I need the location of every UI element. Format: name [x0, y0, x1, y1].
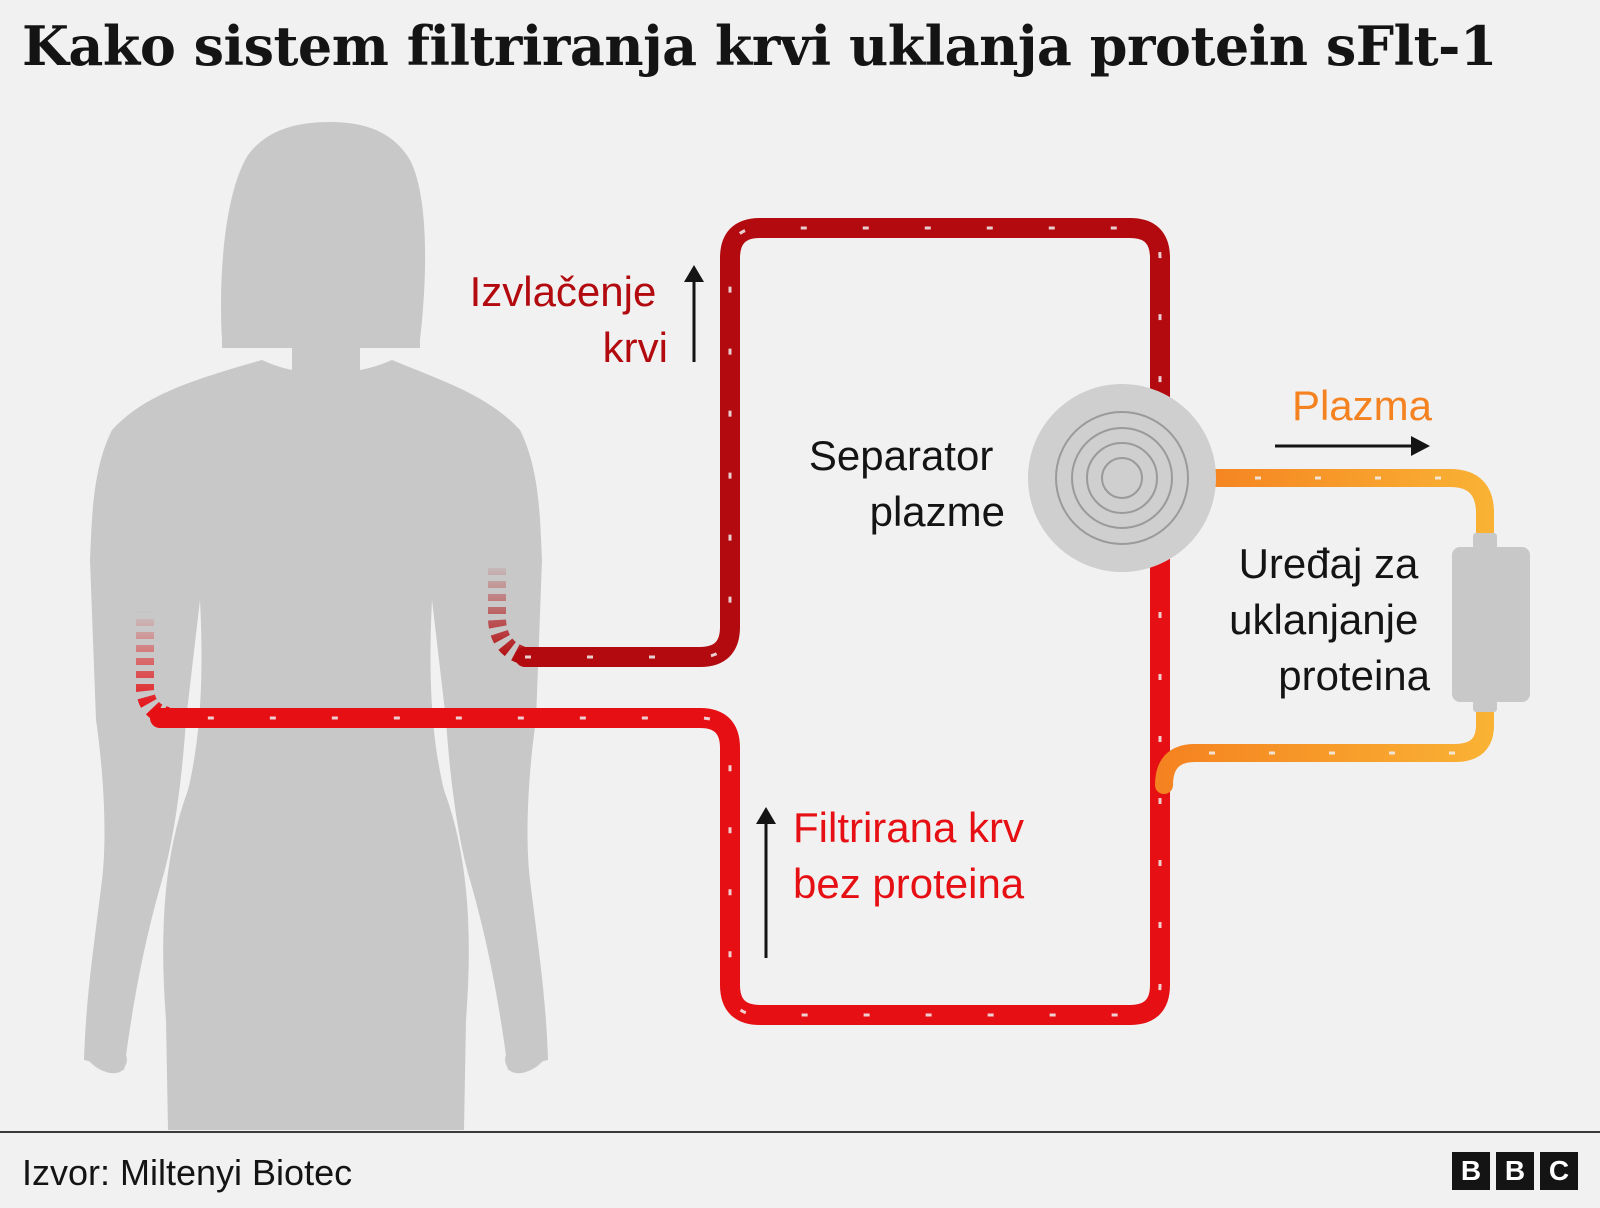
filtered-return-tube — [150, 540, 1170, 1025]
blood-draw-label: Izvlačenje krvi — [470, 268, 668, 371]
plasma-in-tube — [1155, 696, 1494, 794]
diagram-title: Kako sistem filtriranja krvi uklanja pro… — [22, 14, 1498, 78]
right-arrow-icon — [1275, 436, 1430, 456]
diagram-canvas: Izvlačenje krvi Separator plazme Plazma … — [84, 122, 1530, 1130]
device-label: Uređaj za uklanjanje proteina — [1229, 540, 1430, 699]
bbc-logo-icon: B B C — [1452, 1152, 1578, 1190]
logo-letter: B — [1452, 1152, 1490, 1190]
source-credit: Izvor: Miltenyi Biotec — [22, 1152, 353, 1193]
footer-divider — [0, 1131, 1600, 1133]
protein-filter-cartridge-icon — [1452, 533, 1530, 712]
separator-label: Separator plazme — [809, 432, 1005, 535]
blood-draw-tube — [515, 218, 1170, 667]
woman-silhouette — [84, 122, 548, 1130]
logo-letter: B — [1496, 1152, 1534, 1190]
logo-letter: C — [1540, 1152, 1578, 1190]
filtered-blood-label: Filtrirana krv bez proteina — [793, 804, 1036, 907]
arm-tube-right — [488, 555, 532, 666]
separator-disc-icon — [1028, 384, 1216, 572]
up-arrow-icon — [756, 807, 776, 958]
plasma-out-tube — [1186, 469, 1494, 544]
up-arrow-icon — [684, 265, 704, 362]
plasma-label: Plazma — [1292, 382, 1433, 429]
